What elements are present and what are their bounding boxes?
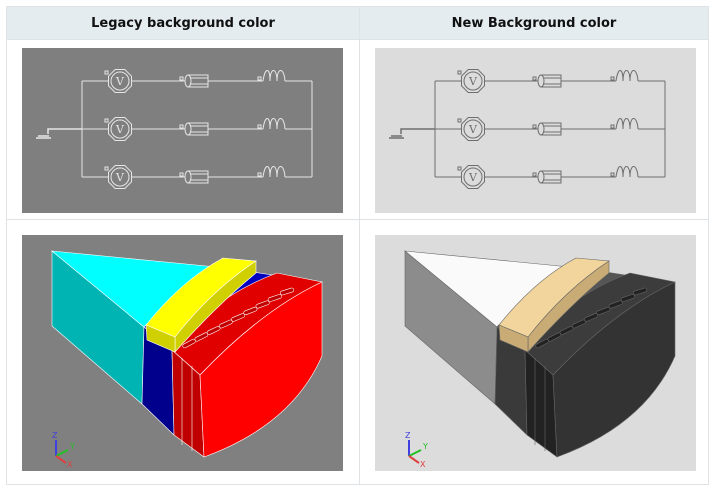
circuit-branch: V xyxy=(82,117,312,141)
svg-text:V: V xyxy=(115,75,125,88)
background-comparison-table: Legacy background color New Background c… xyxy=(6,6,709,485)
circuit-branch: V xyxy=(435,69,665,93)
inductor-icon xyxy=(615,166,639,178)
stator-outer-face xyxy=(199,281,323,458)
voltmeter-icon xyxy=(108,117,132,141)
legacy-motor-image: Z YX xyxy=(22,235,343,471)
axis-y-label: Y xyxy=(422,442,428,451)
axis-triad-icon xyxy=(55,440,69,464)
voltmeter-icon xyxy=(461,165,485,189)
resistor-cylinder-icon xyxy=(184,170,209,184)
voltmeter-icon xyxy=(461,117,485,141)
svg-text:V: V xyxy=(115,123,125,136)
slot xyxy=(243,306,258,316)
ground-icon xyxy=(389,128,435,139)
new-motor-image: Z YX xyxy=(375,235,696,471)
svg-text:V: V xyxy=(468,75,478,88)
resistor-cylinder-icon xyxy=(184,122,209,136)
ground-icon xyxy=(36,128,82,139)
circuit-branch: V xyxy=(435,117,665,141)
inductor-icon xyxy=(615,70,639,82)
inductor-icon xyxy=(262,118,286,130)
resistor-cylinder-icon xyxy=(537,74,562,88)
axis-y-label: Y xyxy=(69,442,75,451)
inductor-icon xyxy=(262,166,286,178)
svg-text:V: V xyxy=(115,171,125,184)
axis-z-label: Z xyxy=(405,431,411,440)
svg-text:V: V xyxy=(468,171,478,184)
circuit-branch: V xyxy=(82,165,312,189)
resistor-cylinder-icon xyxy=(184,74,209,88)
axis-triad-icon xyxy=(408,440,422,464)
stator-outer-face xyxy=(552,281,676,458)
voltmeter-icon xyxy=(108,165,132,189)
slot xyxy=(255,300,270,309)
slot xyxy=(620,294,635,302)
voltmeter-icon xyxy=(108,69,132,93)
circuit-branch: V xyxy=(435,165,665,189)
axis-z-label: Z xyxy=(52,431,58,440)
circuit-branch: V xyxy=(82,69,312,93)
header-legacy: Legacy background color xyxy=(6,6,360,40)
slot xyxy=(279,287,295,296)
slot xyxy=(608,300,623,309)
slot xyxy=(267,294,282,302)
cell-new-circuit: V V V xyxy=(359,39,709,220)
cell-legacy-circuit: V V V xyxy=(6,39,360,220)
axis-x-label: X xyxy=(67,460,73,469)
svg-text:V: V xyxy=(468,123,478,136)
background xyxy=(375,48,696,213)
axis-x-label: X xyxy=(420,460,426,469)
resistor-cylinder-icon xyxy=(537,122,562,136)
band-front xyxy=(498,324,529,353)
inductor-icon xyxy=(262,70,286,82)
legacy-circuit-image: V V V xyxy=(22,48,343,213)
header-new: New Background color xyxy=(359,6,709,40)
background xyxy=(22,48,343,213)
slot xyxy=(596,306,611,316)
new-circuit-image: V V V xyxy=(375,48,696,213)
band-front xyxy=(145,324,176,353)
slot xyxy=(632,287,648,296)
inductor-icon xyxy=(615,118,639,130)
resistor-cylinder-icon xyxy=(537,170,562,184)
voltmeter-icon xyxy=(461,69,485,93)
